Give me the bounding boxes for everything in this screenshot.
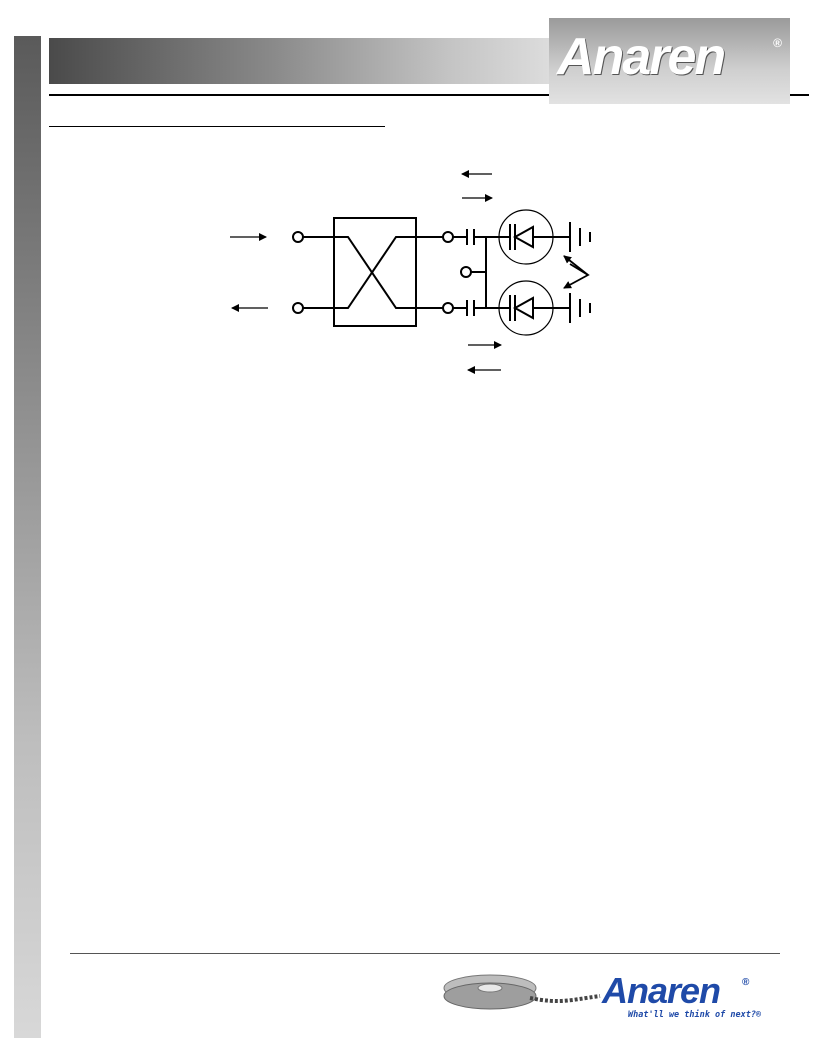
section-title-rule [49,126,385,127]
header-logo-reg: ® [773,36,782,50]
port-4 [442,302,454,314]
footer-rule [70,953,780,954]
port-2 [292,302,304,314]
header-rule [49,94,809,96]
header-logo: Anaren ® [549,18,790,104]
header-logo-text: Anaren [557,28,726,86]
coupler-box [333,217,417,327]
footer-logo: Anaren [602,970,721,1011]
tape-reel-icon [443,974,601,1010]
footer-slogan: What'll we think of next?® [628,1010,762,1020]
port-1 [292,231,304,243]
footer-logo-reg: ® [742,977,750,988]
header-band [49,38,549,84]
port-3 [442,231,454,243]
side-bar [14,36,41,1038]
bias-port [460,266,472,278]
circuit-diagram [230,170,591,374]
